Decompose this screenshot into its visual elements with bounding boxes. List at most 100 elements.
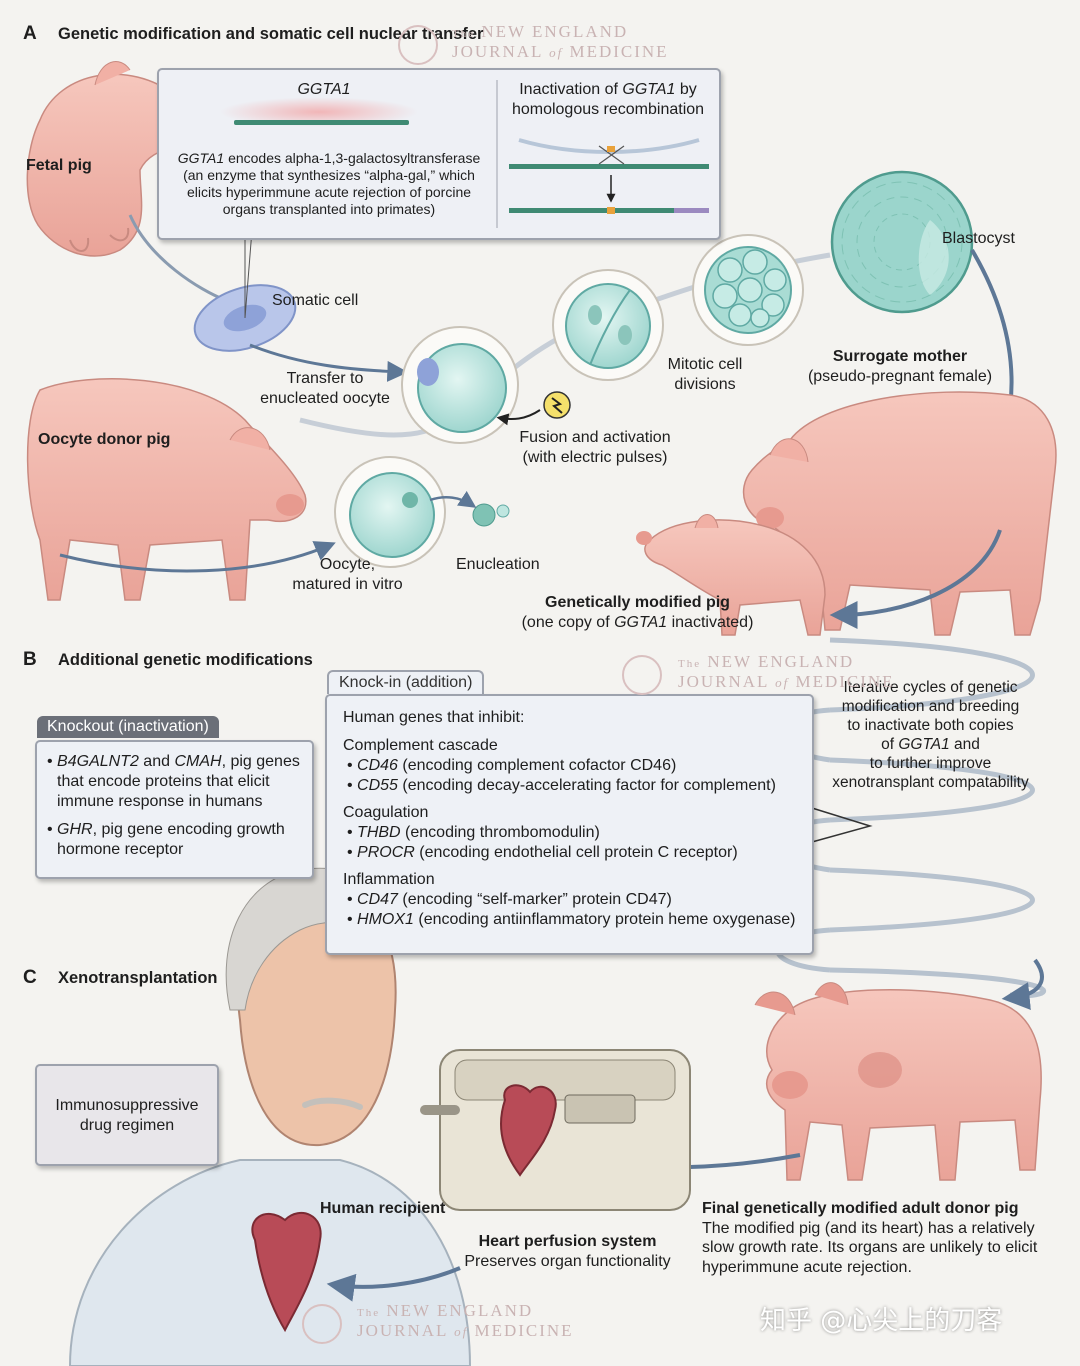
ki-desc: (encoding decay-accelerating factor for …: [397, 776, 776, 794]
gm-sub-a: (one copy of: [521, 613, 615, 631]
oocyte-donor-pig: [26, 378, 307, 601]
ko-rest-2: , pig gene encoding growth: [92, 821, 285, 838]
immuno-line-1: Immunosuppressive: [55, 1097, 199, 1114]
two-cell-embryo: [552, 269, 664, 381]
enucleation-label: Enucleation: [456, 556, 540, 573]
immunosuppressive-box: Immunosuppressive drug regimen: [35, 1064, 219, 1166]
wm-line2a: JOURNAL: [678, 671, 769, 691]
surrogate-label: Surrogate mother (pseudo-pregnant female…: [800, 347, 1000, 386]
final-donor-pig: [754, 982, 1042, 1181]
inact-text-c: by: [675, 81, 697, 98]
nejm-seal-top: [398, 25, 438, 65]
blastocyst-label: Blastocyst: [942, 230, 1015, 247]
iter-line-2: modification and breeding: [841, 697, 1020, 715]
ki-gene: PROCR: [357, 843, 415, 861]
fusion-line-1: Fusion and activation: [519, 429, 671, 446]
recombination-diagram: [509, 138, 709, 214]
fetal-pig-label: Fetal pig: [26, 157, 92, 174]
desc-rest: encodes alpha-1,3-galactosyltransferase: [224, 150, 481, 166]
perfusion-label: Heart perfusion system Preserves organ f…: [455, 1232, 680, 1271]
donor-pig-label: Final genetically modified adult donor p…: [702, 1199, 1062, 1277]
heart-perfusion-device: [420, 1049, 691, 1211]
nejm-seal-mid: [622, 655, 662, 695]
group-name: Inflammation: [343, 871, 435, 888]
wm-line2b: MEDICINE: [569, 41, 669, 61]
wm-line1: NEW ENGLAND: [386, 1301, 534, 1320]
oocyte-matured: [334, 456, 446, 568]
donor-desc-2: slow growth rate. Its organs are unlikel…: [702, 1239, 1038, 1257]
oocyte-line-2: matured in vitro: [292, 575, 403, 593]
oocyte-label: Oocyte, matured in vitro: [275, 555, 420, 594]
group-name: Complement cascade: [343, 737, 498, 754]
wm-line2a: JOURNAL: [357, 1320, 448, 1340]
ko-gene-3: GHR: [57, 821, 93, 838]
ki-desc: (encoding “self-marker” protein CD47): [397, 890, 672, 908]
knockout-item-1: • B4GALNT2 and CMAH, pig genes that enco…: [47, 752, 307, 811]
wm-of: of: [549, 44, 564, 60]
ki-gene: THBD: [357, 823, 401, 841]
inact-gene: GGTA1: [622, 81, 676, 98]
nejm-watermark-mid: The NEW ENGLAND JOURNAL of MEDICINE: [678, 652, 895, 691]
desc-gene: GGTA1: [177, 150, 225, 166]
iter-gene: GGTA1: [898, 735, 950, 753]
section-c-letter: C: [23, 967, 37, 988]
surrogate-sub: (pseudo-pregnant female): [807, 367, 993, 385]
panel-divider: [496, 80, 498, 228]
ki-desc: (encoding thrombomodulin): [400, 823, 600, 841]
gene-description: GGTA1 encodes alpha-1,3-galactosyltransf…: [169, 150, 489, 218]
gm-sub-gene: GGTA1: [614, 613, 668, 631]
ko-more-1: that encode proteins that elicit: [57, 772, 270, 790]
knockout-panel: • B4GALNT2 and CMAH, pig genes that enco…: [35, 740, 314, 879]
iter-line-5: to further improve: [869, 754, 992, 772]
fetal-pig: [26, 61, 200, 257]
wm-line1: NEW ENGLAND: [481, 22, 629, 41]
iter-line-1: Iterative cycles of genetic: [843, 679, 1018, 696]
group-name: Coagulation: [343, 804, 429, 821]
wm-the: The: [452, 28, 476, 40]
section-a-letter: A: [23, 23, 37, 44]
fusion-line-2: (with electric pulses): [522, 448, 668, 466]
inactivation-label: Inactivation of GGTA1 by homologous reco…: [499, 80, 717, 119]
ko-more-3: hormone receptor: [57, 840, 184, 858]
immuno-label: Immunosuppressive drug regimen: [37, 1096, 217, 1135]
ki-desc: (encoding endothelial cell protein C rec…: [414, 843, 738, 861]
wm-line2b: MEDICINE: [474, 1320, 574, 1340]
oocyte-donor-label: Oocyte donor pig: [38, 431, 171, 448]
gm-pig-title: Genetically modified pig: [545, 594, 730, 611]
knockin-group-coagulation: Coagulation • THBD (encoding thrombomodu…: [343, 803, 808, 862]
donor-desc-3: hyperimmune acute rejection.: [702, 1258, 912, 1276]
section-a-title: Genetic modification and somatic cell nu…: [58, 25, 484, 43]
knockin-intro: Human genes that inhibit:: [343, 709, 525, 726]
gene-bar: [234, 120, 409, 125]
wm-line2a: JOURNAL: [452, 41, 543, 61]
ko-mid: and: [138, 753, 175, 770]
gene-label: GGTA1: [297, 81, 351, 98]
transfer-label: Transfer to enucleated oocyte: [250, 369, 400, 408]
knockin-panel: Human genes that inhibit: Complement cas…: [325, 694, 814, 955]
genetically-modified-piglet: [636, 514, 826, 636]
gm-sub-c: inactivated): [667, 613, 754, 631]
iter-4a: of: [881, 735, 899, 753]
wm-line2b: MEDICINE: [795, 671, 895, 691]
ko-gene-2: CMAH: [174, 753, 222, 770]
ko-gene-1: B4GALNT2: [57, 753, 139, 770]
mitotic-line-1: Mitotic cell: [667, 356, 743, 373]
iter-line-6: xenotransplant compatability: [832, 773, 1029, 791]
wm-of: of: [454, 1323, 469, 1339]
nejm-watermark-bottom: The NEW ENGLAND JOURNAL of MEDICINE: [357, 1301, 574, 1340]
ko-rest: , pig genes: [221, 753, 300, 770]
somatic-cell-label: Somatic cell: [272, 292, 359, 309]
section-c-title: Xenotransplantation: [58, 969, 218, 987]
desc-line-1: (an enzyme that synthesizes “alpha-gal,”…: [183, 167, 475, 184]
ki-gene: HMOX1: [357, 910, 414, 928]
knockout-tab: Knockout (inactivation): [37, 716, 219, 738]
wm-the: The: [678, 658, 702, 670]
section-b-title: Additional genetic modifications: [58, 651, 313, 669]
zhihu-watermark: 知乎 @心尖上的刀客: [760, 1306, 1003, 1336]
ki-gene: CD55: [357, 776, 398, 794]
nejm-seal-bottom: [302, 1304, 342, 1344]
oocyte-line-1: Oocyte,: [319, 556, 376, 573]
wm-the: The: [357, 1307, 381, 1319]
inact-line-2: homologous recombination: [511, 100, 705, 118]
